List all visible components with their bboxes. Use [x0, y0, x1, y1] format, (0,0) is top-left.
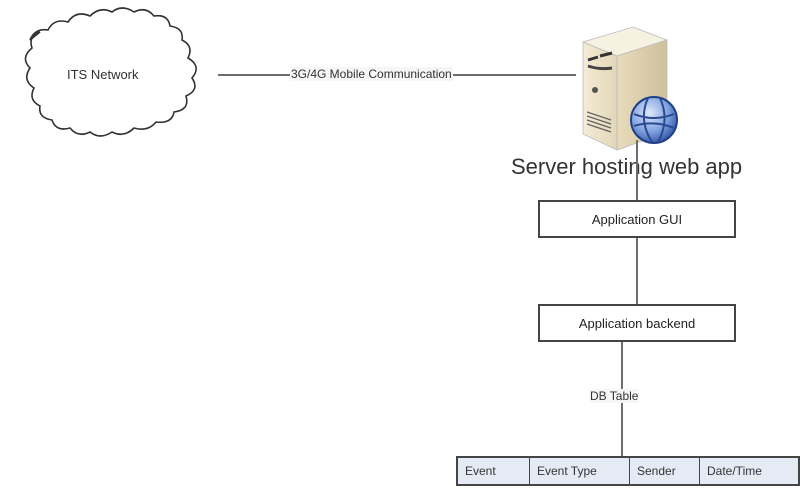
db-column-event-type: Event Type [530, 458, 630, 484]
cloud-icon [24, 7, 197, 137]
server-caption: Server hosting web app [511, 154, 743, 179]
globe-icon [630, 96, 678, 144]
db-table: Event Event Type Sender Date/Time [456, 456, 800, 486]
gui-to-backend-line [636, 238, 638, 306]
mobile-link-label: 3G/4G Mobile Communication [290, 67, 453, 81]
db-table-label: DB Table [589, 389, 640, 403]
db-column-date-time: Date/Time [700, 458, 798, 484]
db-column-event: Event [458, 458, 530, 484]
application-gui-box[interactable]: Application GUI [538, 200, 736, 238]
application-backend-label: Application backend [578, 315, 696, 331]
application-backend-box[interactable]: Application backend [538, 304, 736, 342]
db-column-sender: Sender [630, 458, 700, 484]
server-to-gui-line [636, 140, 638, 202]
network-cloud-label: ITS Network [67, 67, 139, 82]
application-gui-label: Application GUI [591, 211, 683, 227]
